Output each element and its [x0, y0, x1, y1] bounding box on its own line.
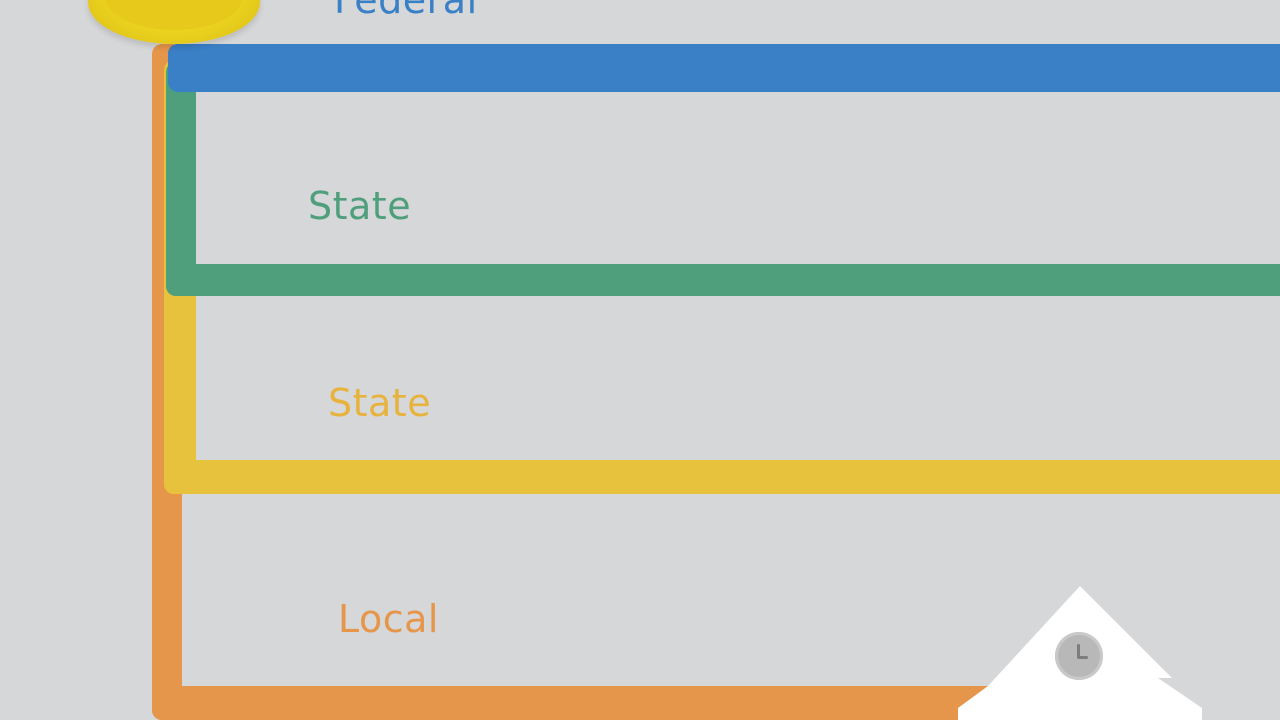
state-1-horizontal-line: [166, 264, 1280, 296]
state-1-vertical-line: [166, 62, 196, 296]
clock-icon: [1055, 632, 1103, 680]
coin-face: [106, 0, 242, 30]
coin-icon: [88, 0, 260, 44]
tier-label-federal: Federal: [334, 0, 478, 22]
federal-horizontal-line: [168, 44, 1280, 92]
local-horizontal-line: [152, 686, 1022, 720]
clock-hour-hand: [1077, 644, 1080, 658]
state-2-horizontal-line: [164, 460, 1280, 494]
clock-minute-hand: [1077, 656, 1088, 659]
tier-label-local: Local: [338, 597, 439, 641]
tier-label-state-1: State: [308, 184, 412, 228]
federal-vertical-stub: [168, 44, 198, 90]
tier-label-state-2: State: [328, 381, 432, 425]
